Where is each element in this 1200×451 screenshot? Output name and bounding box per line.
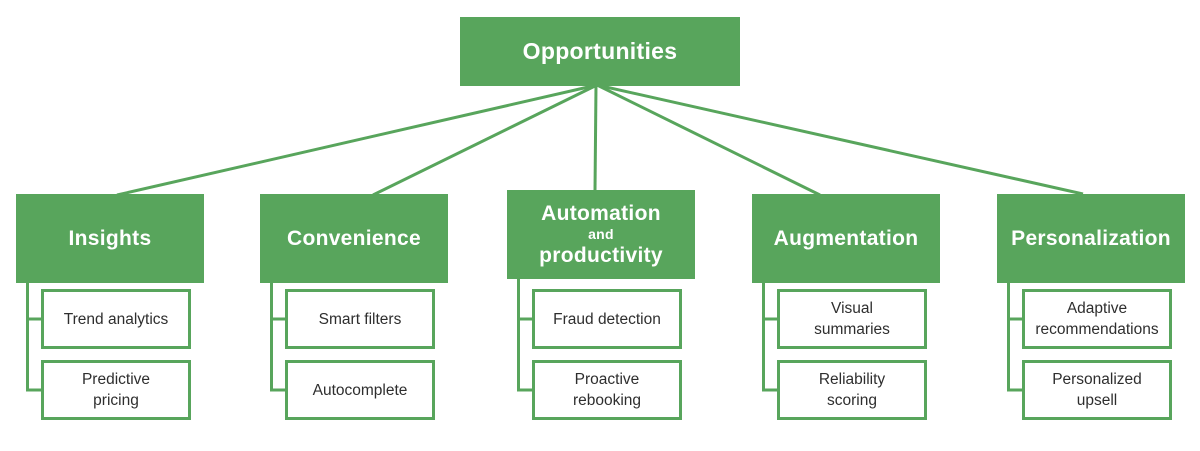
child-label: Visual summaries (814, 300, 890, 338)
fan-line-personalization (596, 83, 1084, 196)
branch-title-label: Convenience (286, 226, 421, 250)
child-node-fraud-detection: Fraud detection (532, 289, 682, 349)
bracket-insights (26, 283, 41, 392)
branch-title-line-2: and (588, 226, 614, 242)
child-node-visual-summaries: Visual summaries (777, 289, 927, 349)
child-label: Reliability scoring (818, 371, 886, 409)
bracket-automation (517, 279, 532, 392)
child-label: Fraud detection (553, 310, 661, 328)
child-label: Autocomplete (312, 381, 408, 399)
branch-title-label: Augmentation (773, 226, 919, 250)
child-node-predictive-pricing: Predictive pricing (41, 360, 191, 420)
branch-node-convenience: Convenience (260, 194, 448, 283)
fan-line-automation (593, 84, 598, 192)
branch-node-augmentation: Augmentation (752, 194, 940, 283)
branch-title-label: Insights (68, 226, 152, 250)
child-node-reliability-scoring: Reliability scoring (777, 360, 927, 420)
fan-line-augmentation (596, 83, 821, 197)
child-label: Personalized upsell (1052, 371, 1142, 409)
child-node-trend-analytics: Trend analytics (41, 289, 191, 349)
root-node-opportunities: Opportunities (460, 17, 740, 86)
child-label: Trend analytics (63, 310, 169, 328)
branch-title-line-3: productivity (539, 244, 663, 267)
branch-node-automation-productivity: Automation and productivity (507, 190, 695, 279)
bracket-personalization (1007, 283, 1022, 392)
fan-line-insights (116, 83, 598, 197)
branch-node-insights: Insights (16, 194, 204, 283)
bracket-augmentation (762, 283, 777, 392)
branch-title-line-1: Automation (541, 202, 661, 225)
root-label: Opportunities (522, 38, 678, 64)
child-label: Proactive rebooking (572, 371, 642, 409)
branch-node-personalization: Personalization (997, 194, 1185, 283)
child-node-autocomplete: Autocomplete (285, 360, 435, 420)
child-label: Smart filters (318, 310, 402, 328)
child-node-adaptive-recommendations: Adaptive recommendations (1022, 289, 1172, 349)
child-node-personalized-upsell: Personalized upsell (1022, 360, 1172, 420)
bracket-convenience (270, 283, 285, 392)
child-label: Adaptive recommendations (1035, 300, 1159, 338)
child-node-smart-filters: Smart filters (285, 289, 435, 349)
child-node-proactive-rebooking: Proactive rebooking (532, 360, 682, 420)
child-label: Predictive pricing (81, 371, 151, 409)
branch-title-label: Personalization (1011, 226, 1171, 250)
fan-line-convenience (372, 83, 598, 197)
